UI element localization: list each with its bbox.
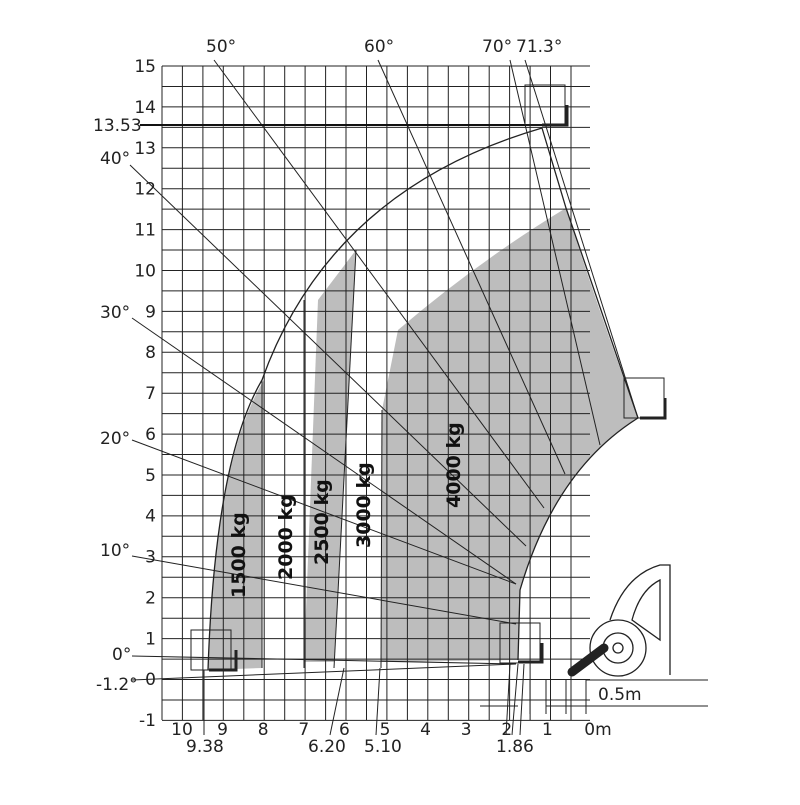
ray-50 <box>213 59 545 509</box>
y-tick-label: 3 <box>145 548 156 568</box>
angle-20: 20° <box>100 429 130 449</box>
forks-top <box>542 105 569 127</box>
y-tick-label: 14 <box>134 98 156 118</box>
y-tick-label: 0 <box>145 670 156 690</box>
y-tick-label: 5 <box>145 466 156 486</box>
zone-label-3000: 3000 kg <box>353 462 375 548</box>
angle-50: 50° <box>206 37 236 57</box>
y-tick-label: 9 <box>145 302 156 322</box>
angle-71-3: 71.3° <box>516 37 562 57</box>
y-tick-label: 15 <box>134 57 156 77</box>
x-tick-label: 7 <box>298 720 309 740</box>
y-tick-label: 10 <box>134 261 156 281</box>
max-height-label: 13.53 <box>93 116 142 136</box>
inner-envelope <box>517 417 639 661</box>
x-tick-label: 3 <box>461 720 472 740</box>
ray-0 <box>131 655 517 665</box>
x-tick-label: 5 <box>380 720 391 740</box>
load-zones <box>208 208 638 670</box>
zone-2500-kg <box>304 250 356 662</box>
angle-rays <box>129 59 639 681</box>
angle-30: 30° <box>100 303 130 323</box>
outreach-6-20: 6.20 <box>308 737 346 757</box>
y-tick-label: 8 <box>145 343 156 363</box>
outreach-1-86: 1.86 <box>496 737 534 757</box>
x-tick-label: 2 <box>501 720 512 740</box>
telehandler-silhouette <box>567 564 671 677</box>
offset-dimension <box>480 679 708 714</box>
zone-dividers <box>261 249 383 669</box>
dimension-leaders <box>203 663 525 736</box>
y-tick-label: 2 <box>145 588 156 608</box>
zone-label-1500: 1500 kg <box>228 512 250 598</box>
ray-10 <box>131 555 517 625</box>
angle-0: 0° <box>112 645 131 665</box>
x-tick-label: 1 <box>542 720 553 740</box>
outreach-5-10: 5.10 <box>364 737 402 757</box>
ray-30 <box>131 317 517 585</box>
forks-right <box>640 398 667 420</box>
front-wheel <box>589 619 647 677</box>
x-tick-label: 10 <box>171 720 193 740</box>
forks-far <box>209 650 238 672</box>
y-tick-label: 7 <box>145 384 156 404</box>
x-tick-label: 6 <box>339 720 350 740</box>
y-tick-label: 6 <box>145 425 156 445</box>
cab-outline <box>609 564 671 675</box>
fork-carriages <box>190 84 667 672</box>
angle-40: 40° <box>100 149 130 169</box>
x-tick-label: 9 <box>217 720 228 740</box>
ray-20 <box>131 439 517 585</box>
x-tick-label: 8 <box>258 720 269 740</box>
offset-label: 0.5m <box>598 685 642 705</box>
x-tick-labels: 10 9 8 7 6 5 4 3 2 1 0m <box>171 720 612 740</box>
cab-window <box>631 578 661 642</box>
front-wheel-axle <box>612 642 624 654</box>
ray-minus-1-2 <box>131 663 517 681</box>
y-tick-label: 12 <box>134 180 156 200</box>
angle-minus-1-2: -1.2° <box>96 675 138 695</box>
fork-box-top <box>524 84 566 126</box>
chart-grid <box>161 65 590 721</box>
tip-envelope <box>541 127 639 419</box>
forks-near <box>518 643 544 664</box>
angle-10: 10° <box>100 541 130 561</box>
ray-60 <box>377 59 566 475</box>
y-tick-label: 4 <box>145 507 156 527</box>
y-tick-label: 11 <box>134 221 156 241</box>
ray-40 <box>129 164 527 547</box>
y-tick-label: 1 <box>145 629 156 649</box>
zone-label-2500: 2500 kg <box>311 479 333 565</box>
x-tick-label: 0m <box>584 720 611 740</box>
x-tick-label: 4 <box>420 720 431 740</box>
y-tick-label: -1 <box>139 711 156 731</box>
angle-70: 70° <box>482 37 512 57</box>
boom-cylinder <box>567 643 609 677</box>
zone-label-2000: 2000 kg <box>275 494 297 580</box>
y-tick-label: 13 <box>134 139 156 159</box>
zone-label-4000: 4000 kg <box>443 422 465 508</box>
ray-71-3 <box>524 59 639 419</box>
angle-60: 60° <box>364 37 394 57</box>
outreach-9-38: 9.38 <box>186 737 224 757</box>
